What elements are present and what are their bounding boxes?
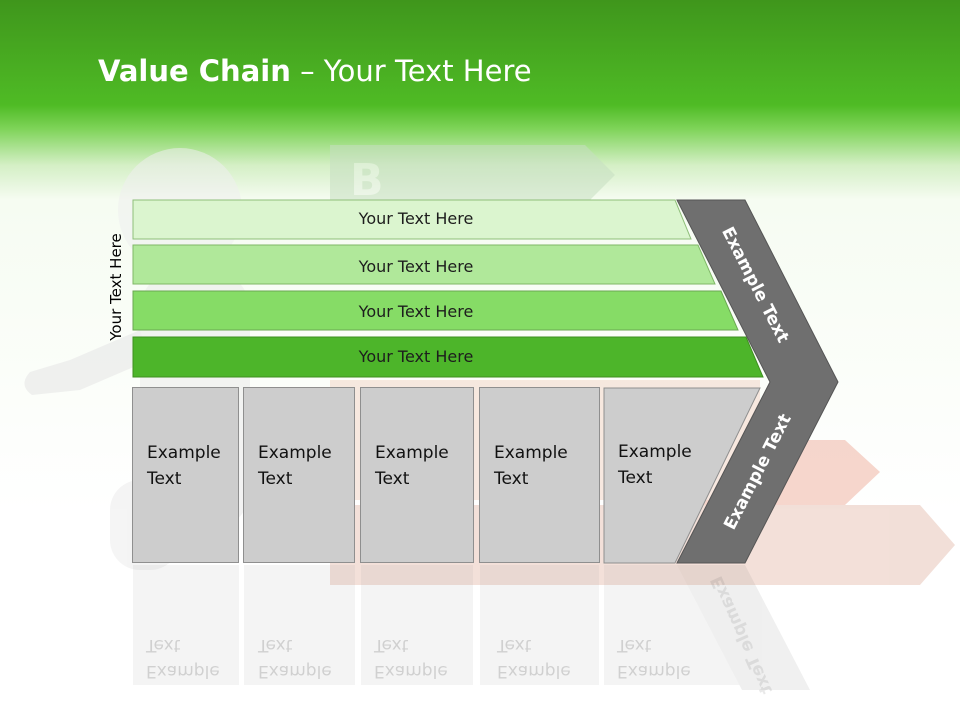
bar-1-label: Your Text Here [358,209,474,228]
slide-title: Value Chain – Your Text Here [98,54,532,88]
box-reflection [480,565,599,685]
box-reflection [244,565,355,685]
chevron-shape [676,199,839,564]
arrow-bar-peach-tip [920,505,955,585]
arrow-bar-b-tip [585,145,615,205]
box-reflection [133,565,239,685]
arrow-bar-salmon-tip [845,440,880,505]
bar-3 [132,290,739,331]
box-reflection [604,565,744,685]
box-reflection [361,565,473,685]
bar-2-label: Your Text Here [358,257,474,276]
bar-1 [132,199,692,240]
bar-3-label: Your Text Here [358,302,474,321]
figure-arm-shape [24,330,150,395]
bar-4-label: Your Text Here [358,347,474,366]
arrow-letter-b: B [350,155,384,206]
chevron-reflection [677,565,810,690]
last-box-shape [603,387,761,564]
bar-4 [132,336,764,378]
arrow-bar-b [330,145,585,205]
bar-2 [132,244,716,285]
